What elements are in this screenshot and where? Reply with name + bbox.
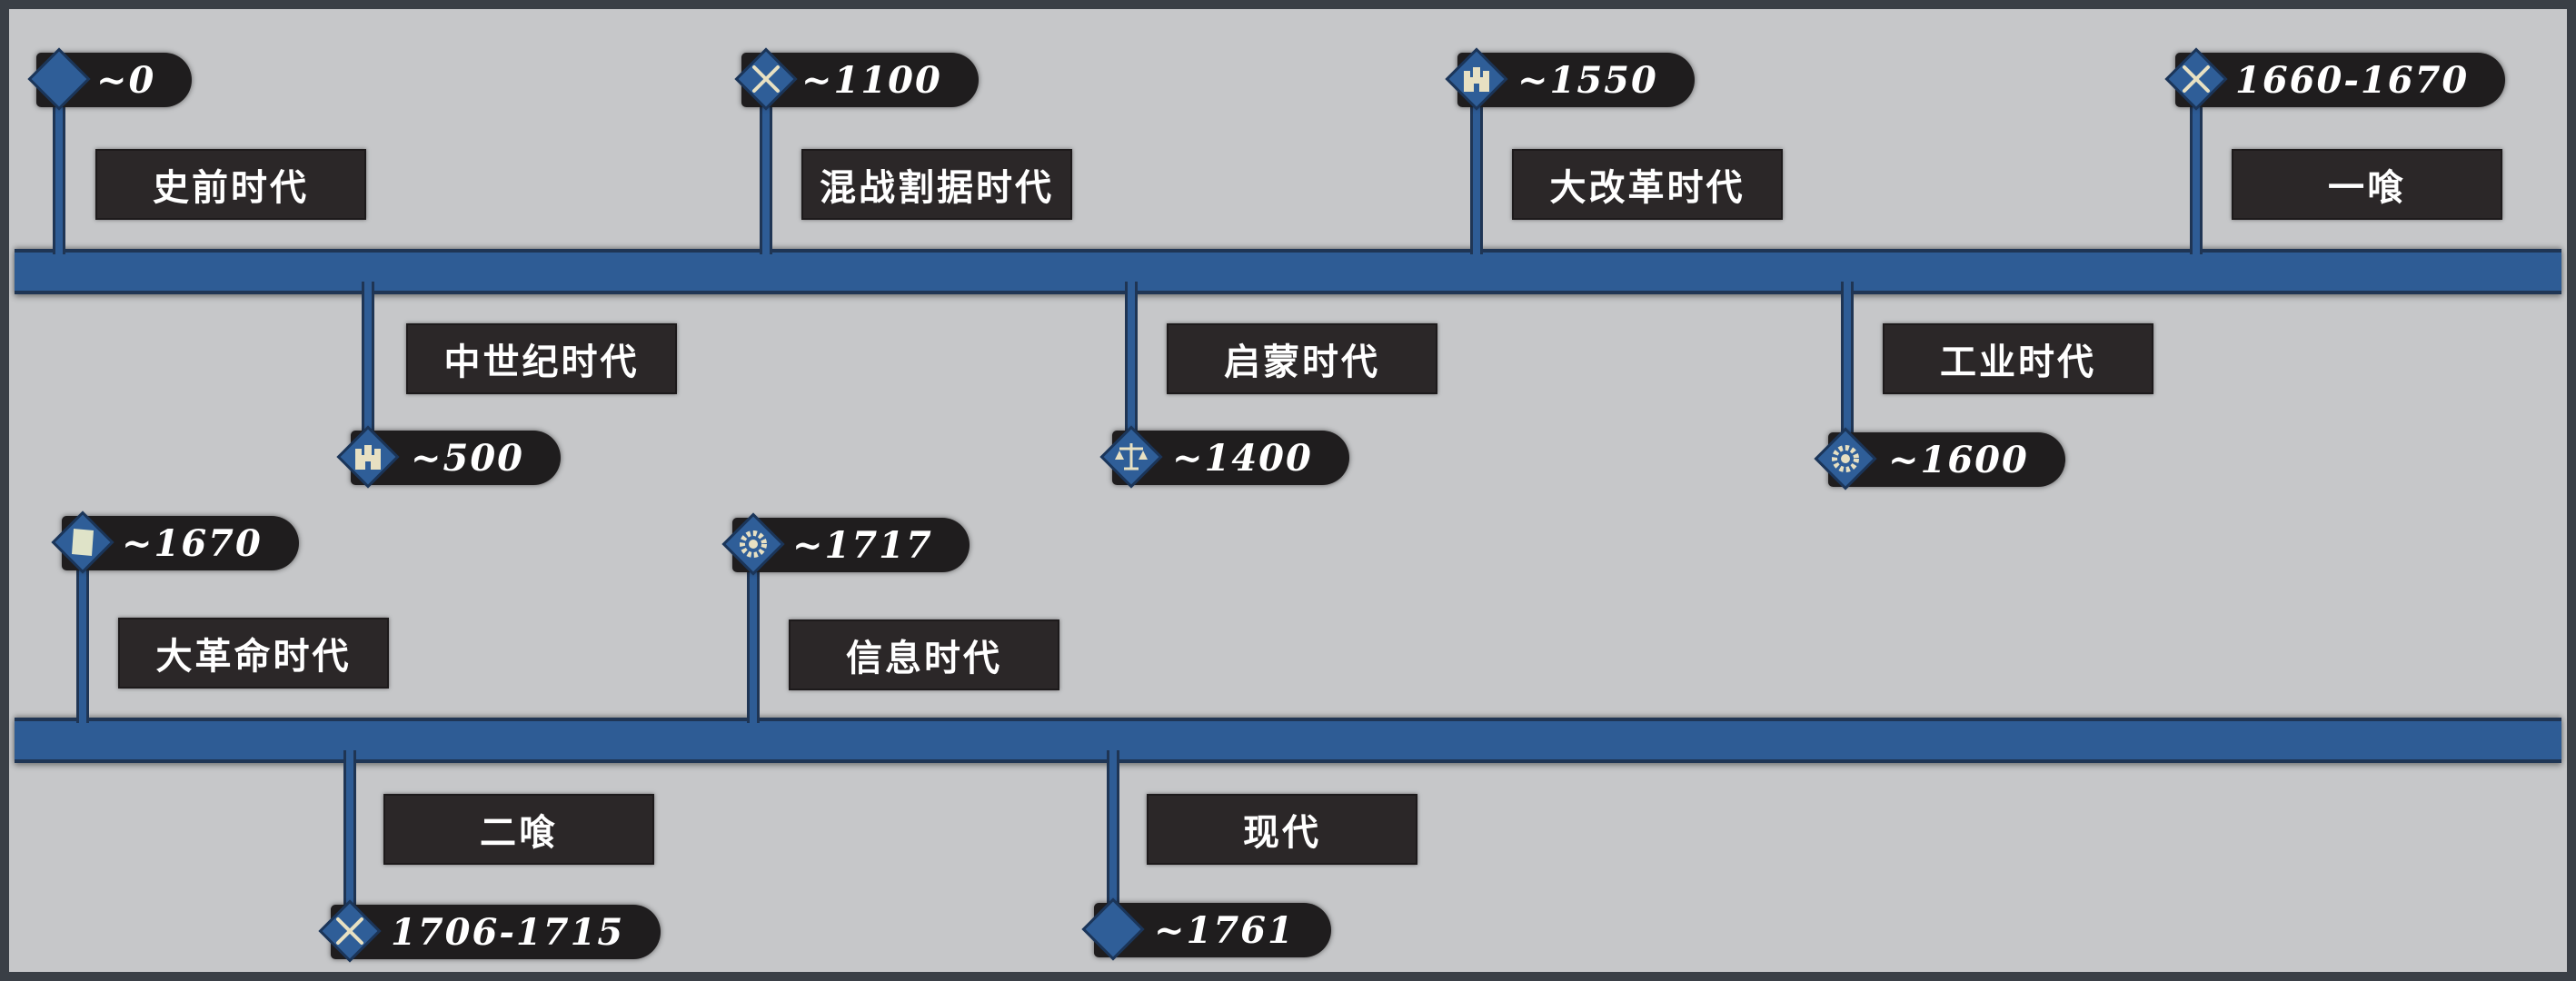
event-label: 大改革时代 xyxy=(1512,149,1783,220)
timeline-axis-top xyxy=(15,249,2561,294)
event-date: 1660-1670 xyxy=(2235,58,2470,102)
castle-icon xyxy=(336,425,400,489)
event-label-text: 二喰 xyxy=(480,811,558,854)
gear-hammer-icon xyxy=(721,512,785,576)
event-date-tag: ~1100 xyxy=(741,53,979,107)
event-label-text: 大改革时代 xyxy=(1549,166,1746,209)
gear-hammer-icon xyxy=(1814,427,1877,490)
event-label-text: 一喰 xyxy=(2328,166,2406,209)
event-date: ~1670 xyxy=(122,521,263,565)
event-label: 启蒙时代 xyxy=(1167,323,1437,394)
event-stem xyxy=(76,554,89,723)
event-stem xyxy=(362,282,374,445)
event-stem xyxy=(1125,282,1138,445)
event-label: 信息时代 xyxy=(789,619,1059,690)
event-label-text: 混战割据时代 xyxy=(820,166,1054,209)
event-stem xyxy=(2190,91,2203,254)
event-stem xyxy=(1841,282,1854,445)
event-date: ~1550 xyxy=(1517,58,1658,102)
flag-icon xyxy=(27,47,91,111)
event-stem xyxy=(747,554,760,723)
event-date: ~1761 xyxy=(1154,908,1295,952)
event-stem xyxy=(343,750,356,914)
event-stem xyxy=(760,91,772,254)
timeline-axis-bottom xyxy=(15,718,2561,763)
event-date-tag: ~1761 xyxy=(1094,903,1331,957)
event-date: ~1600 xyxy=(1888,438,2029,481)
event-date: ~1717 xyxy=(792,523,933,567)
event-stem xyxy=(1107,750,1119,914)
event-date-tag: 1660-1670 xyxy=(2175,53,2506,107)
event-date: ~1400 xyxy=(1172,436,1313,480)
event-label-text: 中世纪时代 xyxy=(443,341,640,383)
event-label: 史前时代 xyxy=(95,149,366,220)
event-label-text: 大革命时代 xyxy=(155,635,352,678)
crossed-swords-icon xyxy=(2164,47,2228,111)
event-date: 1706-1715 xyxy=(391,910,625,954)
castle-icon xyxy=(1445,47,1508,111)
event-date: ~0 xyxy=(96,58,156,102)
event-label-text: 现代 xyxy=(1243,811,1321,854)
crossed-swords-icon xyxy=(734,47,798,111)
event-label: 大革命时代 xyxy=(118,618,389,689)
event-label-text: 信息时代 xyxy=(846,637,1002,679)
event-label-text: 史前时代 xyxy=(153,166,309,209)
event-label: 现代 xyxy=(1147,794,1417,865)
event-label: 工业时代 xyxy=(1883,323,2153,394)
event-label: 一喰 xyxy=(2232,149,2502,220)
scroll-icon xyxy=(51,510,114,574)
event-label: 中世纪时代 xyxy=(406,323,677,394)
scales-icon xyxy=(1099,425,1163,489)
event-label-text: 启蒙时代 xyxy=(1224,341,1380,383)
event-stem xyxy=(1470,91,1483,254)
event-date: ~500 xyxy=(411,436,525,480)
event-label: 二喰 xyxy=(383,794,654,865)
event-stem xyxy=(53,91,65,254)
flag-icon xyxy=(1081,897,1145,961)
event-date-tag: ~1600 xyxy=(1828,432,2065,487)
event-date-tag: 1706-1715 xyxy=(331,905,661,959)
event-label: 混战割据时代 xyxy=(801,149,1072,220)
crossed-swords-icon xyxy=(318,899,382,963)
event-label-text: 工业时代 xyxy=(1940,341,2096,383)
event-date: ~1100 xyxy=(801,58,942,102)
